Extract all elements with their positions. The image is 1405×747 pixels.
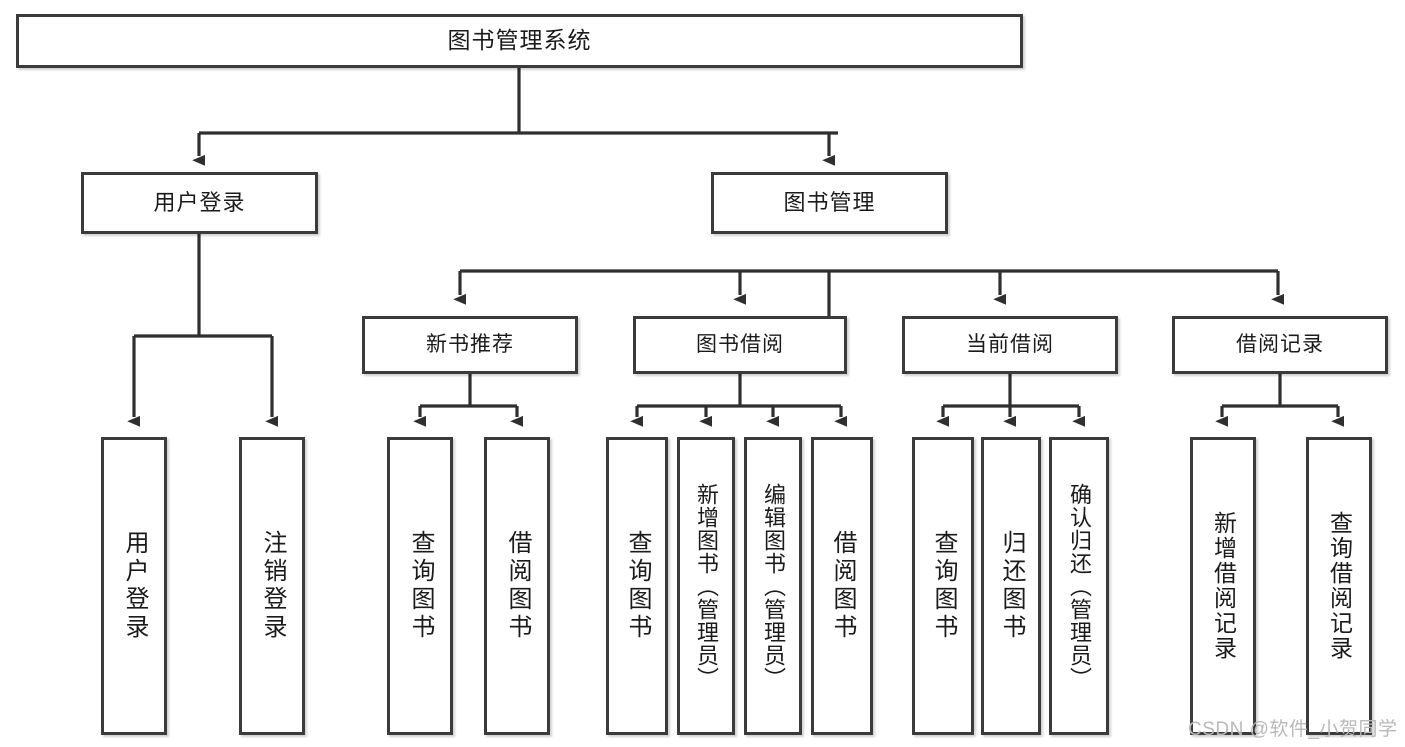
node-leaf-query-record[interactable]: 查询借阅记录 <box>1306 437 1372 735</box>
node-leaf-borrow-book-1[interactable]: 借阅图书 <box>484 437 550 735</box>
node-book-borrow[interactable]: 图书借阅 <box>633 316 847 374</box>
node-root-label: 图书管理系统 <box>447 27 592 54</box>
node-current-borrow[interactable]: 当前借阅 <box>902 316 1118 374</box>
node-leaf-add-record-label: 新增借阅记录 <box>1210 511 1237 661</box>
node-leaf-borrow-book-1-label: 借阅图书 <box>504 530 531 642</box>
node-leaf-add-book[interactable]: 新增图书（管理员） <box>677 437 735 735</box>
node-leaf-user-login-label: 用户登录 <box>121 530 148 642</box>
node-leaf-add-record[interactable]: 新增借阅记录 <box>1190 437 1256 735</box>
node-borrow-record[interactable]: 借阅记录 <box>1172 316 1388 374</box>
node-current-borrow-label: 当前借阅 <box>966 332 1054 356</box>
node-leaf-query-book-1-label: 查询图书 <box>407 530 434 642</box>
node-leaf-user-logout[interactable]: 注销登录 <box>239 437 305 735</box>
node-leaf-return-book[interactable]: 归还图书 <box>981 437 1041 735</box>
node-leaf-confirm-return[interactable]: 确认归还（管理员） <box>1049 437 1109 735</box>
node-leaf-return-book-label: 归还图书 <box>998 530 1025 642</box>
node-book-manage-label: 图书管理 <box>783 190 876 216</box>
node-user-login-label: 用户登录 <box>153 190 246 216</box>
node-user-login[interactable]: 用户登录 <box>81 172 318 234</box>
node-book-borrow-label: 图书借阅 <box>696 332 784 356</box>
node-new-book-rec-label: 新书推荐 <box>426 332 514 356</box>
node-new-book-rec[interactable]: 新书推荐 <box>362 316 578 374</box>
node-root[interactable]: 图书管理系统 <box>16 14 1023 68</box>
watermark-text: CSDN @软件_小贺同学 <box>1188 719 1398 740</box>
node-leaf-query-book-3-label: 查询图书 <box>930 530 957 642</box>
node-leaf-add-book-label: 新增图书（管理员） <box>694 482 719 690</box>
node-leaf-borrow-book-2-label: 借阅图书 <box>829 530 856 642</box>
node-leaf-borrow-book-2[interactable]: 借阅图书 <box>811 437 873 735</box>
node-leaf-query-book-1[interactable]: 查询图书 <box>387 437 453 735</box>
node-leaf-edit-book[interactable]: 编辑图书（管理员） <box>744 437 802 735</box>
node-leaf-edit-book-label: 编辑图书（管理员） <box>761 482 786 690</box>
node-leaf-user-login[interactable]: 用户登录 <box>101 437 167 735</box>
node-leaf-query-book-3[interactable]: 查询图书 <box>912 437 974 735</box>
node-leaf-query-book-2[interactable]: 查询图书 <box>606 437 668 735</box>
node-leaf-confirm-return-label: 确认归还（管理员） <box>1067 482 1092 690</box>
node-leaf-query-book-2-label: 查询图书 <box>624 530 651 642</box>
node-borrow-record-label: 借阅记录 <box>1236 332 1324 356</box>
node-book-manage[interactable]: 图书管理 <box>711 172 948 234</box>
node-leaf-query-record-label: 查询借阅记录 <box>1326 511 1353 661</box>
node-leaf-user-logout-label: 注销登录 <box>259 530 286 642</box>
